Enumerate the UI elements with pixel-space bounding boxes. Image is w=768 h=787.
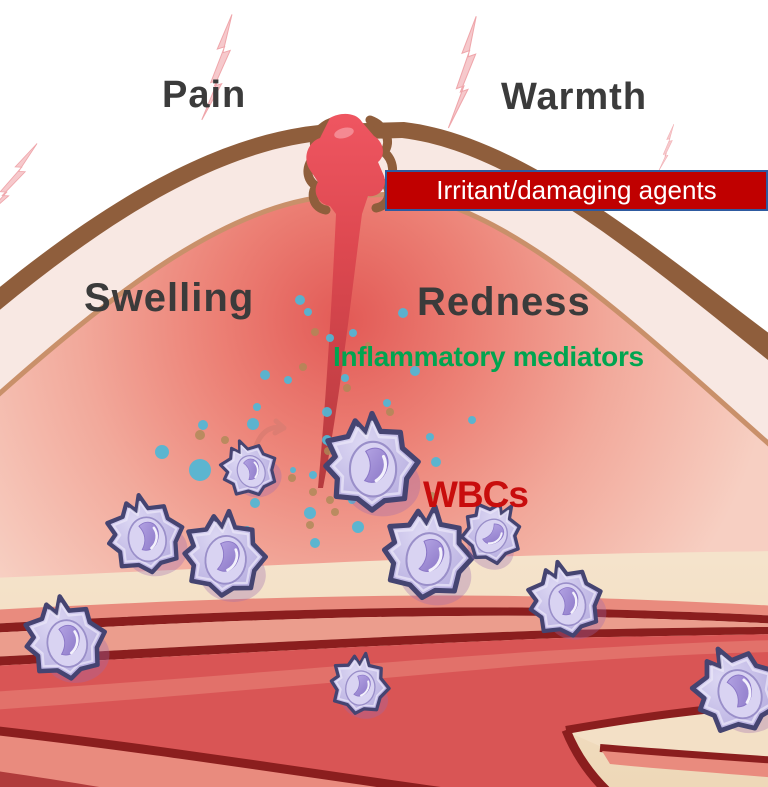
mediator-dot-cyan [426,433,434,441]
mediator-dot-cyan [322,407,332,417]
mediator-dot-cyan [310,538,320,548]
vessel-outer-wall-bottom [0,735,381,787]
mediator-dot-cyan [304,308,312,316]
mediator-dot-cyan [341,374,349,382]
mediator-dot-tan [299,363,307,371]
mediator-dot-tan [306,521,314,529]
mediator-dot-cyan [189,459,211,481]
mediator-dot-cyan [349,329,357,337]
mediator-dot-tan [195,430,205,440]
mediator-dot-tan [386,408,394,416]
vessel-bottom-corner [0,771,100,787]
mediator-dot-cyan [253,403,261,411]
mediator-dot-cyan [198,420,208,430]
inflammatory-mediators-label: Inflammatory mediators [333,341,644,372]
mediator-dot-cyan [260,370,270,380]
swelling-label: Swelling [84,276,255,320]
mediator-dot-cyan [309,471,317,479]
lumen-highlight [0,640,768,710]
warmth-label: Warmth [501,76,648,118]
mediator-dot-cyan [352,521,364,533]
mediator-dot-tan [221,436,229,444]
branch-wall-lower [599,744,768,765]
mediator-dot-cyan [468,416,476,424]
mediator-dot-cyan [155,445,169,459]
mediator-dot-cyan [284,376,292,384]
curved-arrow-icon [253,418,287,449]
mediator-dot-tan [311,328,319,336]
mediator-dot-tan [428,492,436,500]
mediator-dot-tan [331,508,339,516]
branch-outer-wall [602,751,768,778]
mediator-dot-tan [343,384,351,392]
mediator-dot-cyan [410,366,420,376]
wound-lip-left [303,117,337,215]
wound-highlight [334,127,354,139]
mediator-dot-cyan [304,507,316,519]
mediator-dot-cyan [398,308,408,318]
mediator-dot-tan [309,488,317,496]
mediator-dot-cyan [290,467,296,473]
wbcs-label: WBCs [423,474,529,515]
mediator-dot-cyan [383,399,391,407]
mediator-dot-tan [288,474,296,482]
vessel-wall-line-bottom [0,726,441,787]
wound-blood [306,113,385,489]
mediator-dot-tan [365,342,371,348]
pain-label: Pain [162,74,247,116]
mediator-dot-cyan [295,295,305,305]
mediator-dot-tan [326,496,334,504]
mediator-dot-cyan [250,498,260,508]
redness-label: Redness [417,280,591,324]
irritant-agents-banner: Irritant/damaging agents [385,170,768,211]
mediator-dot-cyan [431,457,441,467]
mediator-dot-cyan [326,334,334,342]
mediator-dot-cyan [247,418,259,430]
